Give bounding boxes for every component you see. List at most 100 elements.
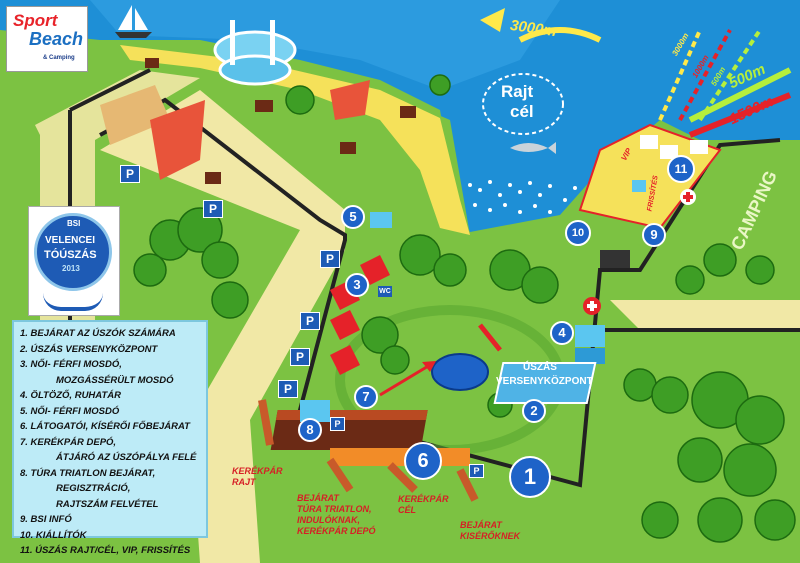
entry-arrow-2 xyxy=(326,457,354,493)
bejarat-tura-line-2: TÚRA TRIATLON, xyxy=(297,504,372,514)
parking-sign-5: P xyxy=(290,348,310,366)
logo-year: 2013 xyxy=(62,264,80,273)
orange-wall xyxy=(330,448,470,466)
vip-tents xyxy=(632,135,708,192)
pool xyxy=(431,353,489,391)
red-slide xyxy=(478,323,502,352)
logo-beach-text: Beach xyxy=(29,29,84,49)
bejarat-kiserok-line-1: BEJÁRAT xyxy=(460,520,502,530)
label-bejarat-tura: BEJÁRAT TÚRA TRIATLON, INDULÓKNAK, KERÉK… xyxy=(297,493,376,537)
legend-item-11: 11. ÚSZÁS RAJT/CÉL, VIP, FRISSÍTÉS xyxy=(20,545,191,556)
bejarat-kiserok-line-2: KISÉRŐKNEK xyxy=(460,531,521,541)
start-finish-zone xyxy=(482,73,564,135)
finish-label: cél xyxy=(510,102,534,121)
legend-item-8c: RAJTSZÁM FELVÉTEL xyxy=(56,498,159,510)
marker-3[interactable]: 3 xyxy=(345,273,369,297)
bejarat-tura-line-1: BEJÁRAT xyxy=(297,493,339,503)
marker-10[interactable]: 10 xyxy=(565,220,591,246)
marker-5[interactable]: 5 xyxy=(341,205,365,229)
swimmers xyxy=(468,180,577,214)
red-court xyxy=(150,100,205,180)
arrow-3000 xyxy=(518,27,602,43)
legend-item-7b: ÁTJÁRÓ AZ ÚSZÓPÁLYA FELÉ xyxy=(56,452,197,463)
legend-item-10: 10. KIÁLLÍTÓK xyxy=(20,529,87,541)
map-legend: 1. BEJÁRAT AZ ÚSZÓK SZÁMÁRA 2. ÚSZÁS VER… xyxy=(12,320,208,556)
entry-arrow-4 xyxy=(456,468,479,502)
parking-sign-6: P xyxy=(278,380,298,398)
logo-swoosh xyxy=(43,293,103,311)
sand-court xyxy=(100,85,170,145)
legend-item-3: 3. NŐI- FÉRFI MOSDÓ, xyxy=(20,359,122,370)
blue-building-4 xyxy=(575,325,605,347)
logo-velencei: VELENCEI xyxy=(45,235,96,246)
lake-water xyxy=(0,0,800,232)
marker-4[interactable]: 4 xyxy=(550,321,574,345)
blue-building-8 xyxy=(300,400,330,422)
parking-sign-4: P xyxy=(300,312,320,330)
kerekpar-rajt-line-1: KERÉKPÁR xyxy=(232,466,283,476)
bejarat-tura-line-3: INDULÓKNAK, xyxy=(297,515,360,525)
label-bejarat-kiserok: BEJÁRAT KISÉRŐKNEK xyxy=(460,520,520,542)
legend-item-2: 2. ÚSZÁS VERSENYKÖZPONT xyxy=(20,343,158,355)
red-court-2 xyxy=(330,80,370,120)
sport-beach-logo: Sport Beach & Camping xyxy=(6,6,88,72)
parking-sign-1: P xyxy=(120,165,140,183)
label-kerekpar-cel: KERÉKPÁR CÉL xyxy=(398,494,449,516)
beach-sand xyxy=(120,45,470,235)
kerekpar-rajt-line-2: RAJT xyxy=(232,477,256,487)
arrow-1500 xyxy=(688,92,792,138)
marker-1[interactable]: 1 xyxy=(509,456,551,498)
lake-water-light xyxy=(90,0,560,90)
sailboat xyxy=(115,5,152,38)
arrow-bike-depot-head xyxy=(422,361,436,372)
legend-item-4: 4. ÖLTÖZŐ, RUHATÁR xyxy=(20,390,121,401)
logo-touszas: TÓÚSZÁS xyxy=(44,249,97,261)
uszas-label-2: VERSENYKÖZPONT xyxy=(496,376,593,387)
legend-item-1: 1. BEJÁRAT AZ ÚSZÓK SZÁMÁRA xyxy=(20,328,176,339)
label-kerekpar-rajt: KERÉKPÁR RAJT xyxy=(232,466,283,488)
dark-huts xyxy=(145,58,630,268)
camping-path xyxy=(610,300,800,330)
legend-item-6: 6. LÁTOGATÓI, KÍSÉRŐI FŐBEJÁRAT xyxy=(20,421,190,432)
arrow-bike-depot xyxy=(379,363,431,397)
legend-item-3b: MOZGÁSSÉRÜLT MOSDÓ xyxy=(56,374,174,386)
entry-arrow-3 xyxy=(387,462,418,493)
marker-9[interactable]: 9 xyxy=(642,223,666,247)
arrow-small-2 xyxy=(678,29,732,121)
first-aid-2 xyxy=(680,189,696,205)
water-slide xyxy=(213,20,297,86)
legend-item-8b: REGISZTRÁCIÓ, xyxy=(56,483,131,494)
parking-sign-7: P xyxy=(330,417,345,431)
start-label: Rajt xyxy=(501,82,534,101)
trees xyxy=(133,74,796,543)
legend-item-5: 5. NŐI- FÉRFI MOSDÓ xyxy=(20,405,120,417)
long-building-roof xyxy=(275,410,428,420)
bsi-name: BSI xyxy=(67,219,81,228)
parking-sign-3: P xyxy=(320,250,340,268)
marker-8[interactable]: 8 xyxy=(298,418,322,442)
kerekpar-cel-line-1: KERÉKPÁR xyxy=(398,494,449,504)
start-area xyxy=(578,123,722,230)
arrow-3000-head xyxy=(480,8,505,32)
logo-sport-text: Sport xyxy=(13,11,58,30)
wc-sign: WC xyxy=(378,286,392,297)
parking-sign-8: P xyxy=(469,464,484,478)
uszas-label-1: ÚSZÁS xyxy=(523,362,557,373)
arrow-small-1 xyxy=(658,29,702,121)
bike-path xyxy=(100,90,345,563)
marker-6[interactable]: 6 xyxy=(404,442,442,480)
legend-item-8: 8. TÚRA TRIATLON BEJÁRAT, xyxy=(20,467,156,479)
legend-item-7: 7. KERÉKPÁR DEPÓ, xyxy=(20,436,117,448)
first-aid-1 xyxy=(583,297,601,315)
blue-building-4b xyxy=(575,348,605,364)
kerekpar-cel-line-2: CÉL xyxy=(398,505,416,515)
marker-2[interactable]: 2 xyxy=(522,399,546,423)
arrow-small-3 xyxy=(698,28,762,122)
bsi-logo-circle xyxy=(34,213,112,291)
marker-11[interactable]: 11 xyxy=(667,155,695,183)
legend-item-9: 9. BSI INFÓ xyxy=(20,514,72,525)
marker-7[interactable]: 7 xyxy=(354,385,378,409)
blue-building-5 xyxy=(370,212,392,228)
entry-arrow-1 xyxy=(258,399,274,446)
